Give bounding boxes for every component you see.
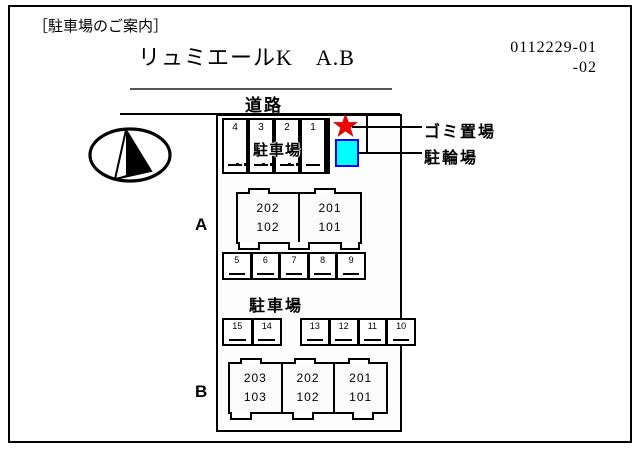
parking-row-mid-left: 15 14 bbox=[222, 318, 282, 346]
red-star-icon bbox=[332, 113, 359, 138]
building-b-notch-bottom-2 bbox=[292, 412, 314, 420]
parking-space-tick bbox=[227, 164, 243, 166]
building-a-notch-top-left bbox=[248, 188, 270, 194]
unit-cell[interactable]: 203 103 bbox=[230, 364, 283, 412]
property-code-line2: -02 bbox=[572, 59, 597, 76]
parking-space[interactable]: 6 bbox=[252, 254, 282, 278]
parking-space-tick bbox=[392, 339, 410, 341]
road-label: 道路 bbox=[245, 96, 283, 115]
legend-label-garbage: ゴミ置場 bbox=[424, 124, 497, 141]
parking-space[interactable]: 13 bbox=[302, 320, 331, 344]
parking-space-number: 8 bbox=[320, 255, 326, 265]
legend-leader-bicycle bbox=[352, 152, 422, 154]
unit-cell[interactable]: 202 102 bbox=[283, 364, 336, 412]
legend-leader-vertical-3 bbox=[400, 115, 402, 153]
building-a-notch-bottom-right bbox=[340, 242, 360, 250]
building-a-notch-bottom-left bbox=[238, 242, 260, 250]
parking-space-number: 10 bbox=[396, 321, 407, 331]
parking-space[interactable]: 15 bbox=[224, 320, 254, 344]
parking-label-mid: 駐車場 bbox=[249, 298, 304, 315]
unit-cell[interactable]: 201 101 bbox=[335, 364, 386, 412]
parking-space-number: 2 bbox=[284, 122, 290, 133]
unit-lower: 101 bbox=[318, 220, 342, 234]
parking-space[interactable]: 7 bbox=[281, 254, 310, 278]
legend-leader-garbage bbox=[352, 126, 422, 128]
building-a-notch-top-right bbox=[314, 188, 336, 194]
parking-space-tick bbox=[342, 273, 360, 275]
unit-upper: 201 bbox=[318, 201, 342, 216]
unit-lower: 101 bbox=[349, 390, 373, 404]
parking-space-tick bbox=[228, 273, 245, 275]
parking-space-number: 11 bbox=[367, 321, 378, 331]
building-b-notch-top-2 bbox=[294, 358, 316, 364]
parking-space-number: 12 bbox=[338, 321, 349, 331]
parking-space[interactable]: 8 bbox=[309, 254, 339, 278]
parking-space-tick bbox=[364, 339, 381, 341]
parking-space-number: 4 bbox=[232, 122, 238, 133]
parking-space-number: 1 bbox=[310, 122, 316, 133]
building-a-notch-bottom-mid bbox=[288, 242, 310, 250]
parking-space-number: 3 bbox=[258, 122, 264, 133]
parking-space[interactable]: 14 bbox=[253, 320, 280, 344]
unit-cell[interactable]: 201 101 bbox=[300, 194, 360, 242]
building-b-notch-bottom-3 bbox=[352, 412, 374, 420]
building-b: 203 103 202 102 201 101 bbox=[228, 362, 388, 414]
parking-space-tick bbox=[305, 164, 321, 166]
legend-leader-vertical-2 bbox=[366, 127, 368, 153]
parking-space-tick bbox=[335, 339, 352, 341]
legend-leader-vertical-1 bbox=[366, 115, 368, 127]
unit-lower: 102 bbox=[296, 390, 320, 404]
parking-space[interactable]: 1 bbox=[302, 120, 328, 172]
compass-north-icon bbox=[88, 126, 172, 184]
cyan-box-icon bbox=[335, 139, 359, 167]
building-b-notch-bottom-1 bbox=[230, 412, 252, 420]
unit-upper: 203 bbox=[243, 371, 267, 386]
parking-space-number: 5 bbox=[234, 255, 240, 265]
property-code-line1: 0112229-01 bbox=[510, 39, 597, 56]
parking-space-number: 15 bbox=[232, 321, 243, 331]
building-a-label: A bbox=[195, 215, 208, 234]
legend-label-bicycle: 駐輪場 bbox=[424, 150, 479, 167]
parking-row-mid-right: 13 12 11 10 bbox=[300, 318, 416, 346]
unit-cell[interactable]: 202 102 bbox=[238, 194, 300, 242]
parking-space-number: 13 bbox=[309, 321, 320, 331]
parking-row-top-dots bbox=[226, 163, 326, 169]
building-b-notch-top-3 bbox=[348, 358, 370, 364]
parking-space[interactable]: 5 bbox=[224, 254, 253, 278]
parking-label-top: 駐車場 bbox=[252, 143, 301, 159]
parking-space-number: 14 bbox=[261, 321, 272, 331]
parking-space-tick bbox=[314, 273, 331, 275]
parking-space-tick bbox=[306, 339, 324, 341]
unit-upper: 201 bbox=[349, 371, 373, 386]
parking-space-tick bbox=[258, 339, 276, 341]
parking-space[interactable]: 11 bbox=[359, 320, 389, 344]
unit-lower: 103 bbox=[243, 390, 267, 404]
building-a: 202 102 201 101 bbox=[236, 192, 362, 244]
unit-upper: 202 bbox=[296, 371, 320, 386]
page-title: リュミエールK A.B bbox=[138, 45, 355, 70]
building-b-label: B bbox=[195, 382, 208, 401]
parking-space[interactable]: 10 bbox=[388, 320, 414, 344]
property-code: 0112229-01 -02 bbox=[472, 38, 597, 78]
parking-space-tick bbox=[253, 164, 269, 166]
parking-space[interactable]: 12 bbox=[330, 320, 360, 344]
page-subtitle: ［駐車場のご案内］ bbox=[33, 19, 169, 35]
parking-space[interactable]: 9 bbox=[338, 254, 364, 278]
parking-space-tick bbox=[285, 273, 303, 275]
parking-space-number: 7 bbox=[291, 255, 297, 265]
parking-space-tick bbox=[257, 273, 274, 275]
building-b-notch-top-1 bbox=[240, 358, 262, 364]
parking-space-tick bbox=[279, 164, 295, 166]
outer-frame bbox=[8, 5, 632, 443]
unit-upper: 202 bbox=[256, 201, 280, 216]
road-upper-edge bbox=[130, 88, 392, 90]
unit-lower: 102 bbox=[256, 220, 280, 234]
parking-row-a: 5 6 7 8 9 bbox=[222, 252, 366, 280]
parking-space-tick bbox=[228, 339, 246, 341]
parking-space-number: 9 bbox=[348, 255, 354, 265]
parking-space-number: 6 bbox=[262, 255, 268, 265]
